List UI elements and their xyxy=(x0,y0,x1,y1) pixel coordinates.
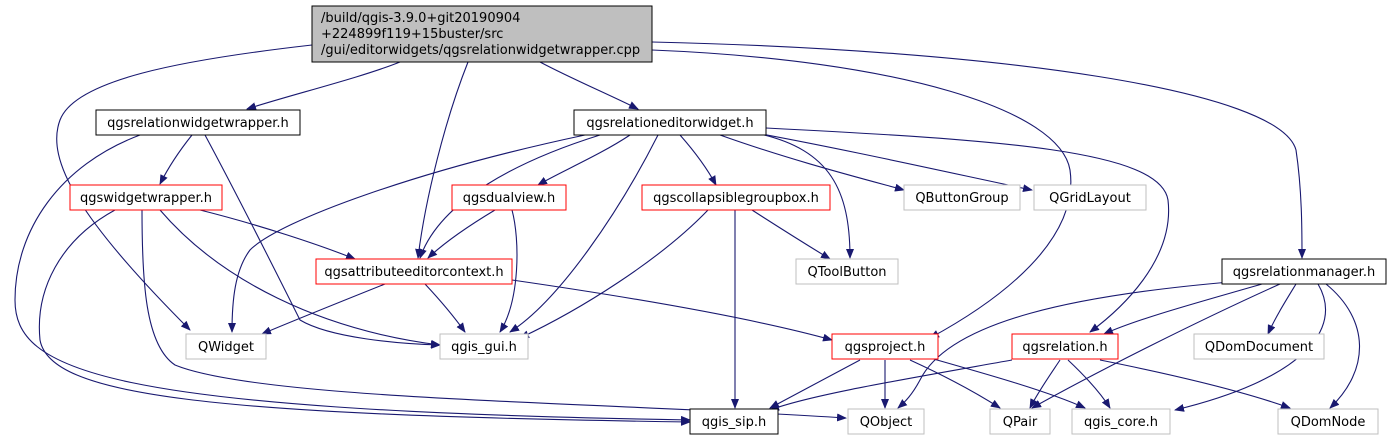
node-label: QButtonGroup xyxy=(915,191,1008,206)
edge-relationwidgetwrapper-to-qgissip xyxy=(14,134,691,424)
edge-editorwidget-to-gridlayout xyxy=(739,129,1033,193)
node-qgridlayout[interactable]: QGridLayout xyxy=(1033,184,1147,211)
edge-editorwidget-to-qwidget xyxy=(228,134,586,333)
edge-relation-to-qgiscore xyxy=(1067,359,1111,409)
node-qdomdocument[interactable]: QDomDocument xyxy=(1193,333,1325,360)
edge-root-to-qwidget xyxy=(56,44,313,331)
node-qgsrelationmanager-h[interactable]: qgsrelationmanager.h xyxy=(1221,258,1387,285)
node-label: qgsrelation.h xyxy=(1022,340,1107,355)
node-label: qgscollapsiblegroupbox.h xyxy=(653,191,819,206)
edge-root-to-attributeeditorcontext xyxy=(415,61,469,259)
node-label: QPair xyxy=(1003,415,1038,430)
edge-relationwidgetwrapper-to-qgisgui xyxy=(204,134,441,349)
edge-manager-to-qgsrelation xyxy=(1103,283,1263,335)
edge-editorwidget-to-qtoolbutton xyxy=(759,133,854,259)
edge-widgetwrapper-to-attributeeditorcontext xyxy=(199,209,356,260)
node-label: qgis_core.h xyxy=(1084,415,1158,430)
node-qgsproject-h[interactable]: qgsproject.h xyxy=(831,333,939,360)
edge-context-to-qwidget xyxy=(261,283,386,335)
edge-relation-to-qgissip xyxy=(769,359,1013,411)
node-label: qgis_gui.h xyxy=(451,340,517,355)
edge-widgetwrapper-to-qgissip xyxy=(38,209,691,426)
edge-root-to-relationmanager xyxy=(651,41,1306,259)
edge-relation-to-qpair xyxy=(1029,359,1061,409)
node-label: qgsrelationwidgetwrapper.h xyxy=(107,116,289,131)
node-label: qgsrelationeditorwidget.h xyxy=(586,116,753,131)
edge-relation-to-qdomnode xyxy=(1099,359,1291,409)
node-label: qgswidgetwrapper.h xyxy=(80,191,212,206)
edge-relationwidgetwrapper-to-widgetwrapper xyxy=(159,134,193,185)
root-line-2: +224899f119+15buster/src xyxy=(321,27,503,42)
edge-dualview-to-attributeeditorcontext xyxy=(427,209,496,259)
edge-editorwidget-to-dualview xyxy=(537,134,631,186)
node-label: QToolButton xyxy=(807,265,886,280)
node-qpair[interactable]: QPair xyxy=(989,408,1051,435)
edge-manager-to-qdomnode xyxy=(1325,283,1360,409)
node-qgis-gui-h[interactable]: qgis_gui.h xyxy=(439,333,529,360)
edge-groupbox-to-qtoolbutton xyxy=(751,209,831,260)
node-qobject[interactable]: QObject xyxy=(847,408,925,435)
edge-editorwidget-to-buttongroup xyxy=(719,134,905,192)
node-qtoolbutton[interactable]: QToolButton xyxy=(795,258,899,285)
edge-root-to-relationwidgetwrapper xyxy=(246,61,401,111)
node-label: qgsattributeeditorcontext.h xyxy=(324,265,503,280)
node-label: QGridLayout xyxy=(1049,191,1131,206)
edge-root-to-qgsproject xyxy=(651,49,1072,339)
node-qgswidgetwrapper-h[interactable]: qgswidgetwrapper.h xyxy=(69,184,223,211)
edge-groupbox-to-qgisgui xyxy=(519,209,709,339)
node-qdomnode[interactable]: QDomNode xyxy=(1277,408,1379,435)
node-qgsrelationwidgetwrapper-h[interactable]: qgsrelationwidgetwrapper.h xyxy=(95,109,301,136)
edge-manager-to-qobject xyxy=(897,281,1231,409)
edge-project-to-qpair xyxy=(909,359,1001,409)
node-qgis-core-h[interactable]: qgis_core.h xyxy=(1071,408,1171,435)
edge-widgetwrapper-to-qgisgui xyxy=(159,209,441,348)
node-qgscollapsiblegroupbox-h[interactable]: qgscollapsiblegroupbox.h xyxy=(641,184,831,211)
node-label: QDomDocument xyxy=(1205,340,1313,355)
edge-editorwidget-to-attributeeditorcontext xyxy=(419,134,601,259)
node-qgsrelationeditorwidget-h[interactable]: qgsrelationeditorwidget.h xyxy=(573,109,767,136)
edge-manager-to-qdomdocument xyxy=(1267,283,1297,335)
root-line-1: /build/qgis-3.9.0+git20190904 xyxy=(321,11,520,26)
node-qgsrelation-h[interactable]: qgsrelation.h xyxy=(1011,333,1119,360)
node-qgsdualview-h[interactable]: qgsdualview.h xyxy=(451,184,567,211)
edge-editorwidget-to-qgisgui xyxy=(509,134,659,333)
edge-editorwidget-to-collapsiblegroupbox xyxy=(679,134,717,186)
edge-context-to-qgsproject xyxy=(511,279,833,342)
node-label: QDomNode xyxy=(1291,415,1366,430)
edge-widgetwrapper-to-qobject xyxy=(141,209,847,422)
edge-root-to-relationeditorwidget xyxy=(539,61,639,110)
edge-project-to-qgissip xyxy=(769,359,861,409)
edges xyxy=(14,41,1360,426)
node-qgis-sip-h[interactable]: qgis_sip.h xyxy=(689,408,779,435)
root-line-3: /gui/editorwidgets/qgsrelationwidgetwrap… xyxy=(321,43,640,58)
node-label: qgsrelationmanager.h xyxy=(1233,265,1375,280)
edge-project-to-qgiscore xyxy=(929,357,1086,409)
node-label: qgsproject.h xyxy=(845,340,926,355)
node-label: QWidget xyxy=(198,340,254,355)
edge-dualview-to-qgisgui xyxy=(499,209,518,333)
edge-editorwidget-to-qgsrelation xyxy=(765,127,1170,333)
node-qbuttongroup[interactable]: QButtonGroup xyxy=(903,184,1021,211)
edge-manager-to-qpair xyxy=(1031,283,1281,409)
node-qwidget[interactable]: QWidget xyxy=(185,333,267,360)
node-label: QObject xyxy=(860,415,913,430)
node-qgsattributeeditorcontext-h[interactable]: qgsattributeeditorcontext.h xyxy=(315,258,513,285)
edge-context-to-qgisgui xyxy=(424,283,466,333)
node-label: qgsdualview.h xyxy=(463,191,555,206)
node-label: qgis_sip.h xyxy=(702,415,766,430)
node-root-file[interactable]: /build/qgis-3.9.0+git20190904 +224899f11… xyxy=(311,5,653,63)
